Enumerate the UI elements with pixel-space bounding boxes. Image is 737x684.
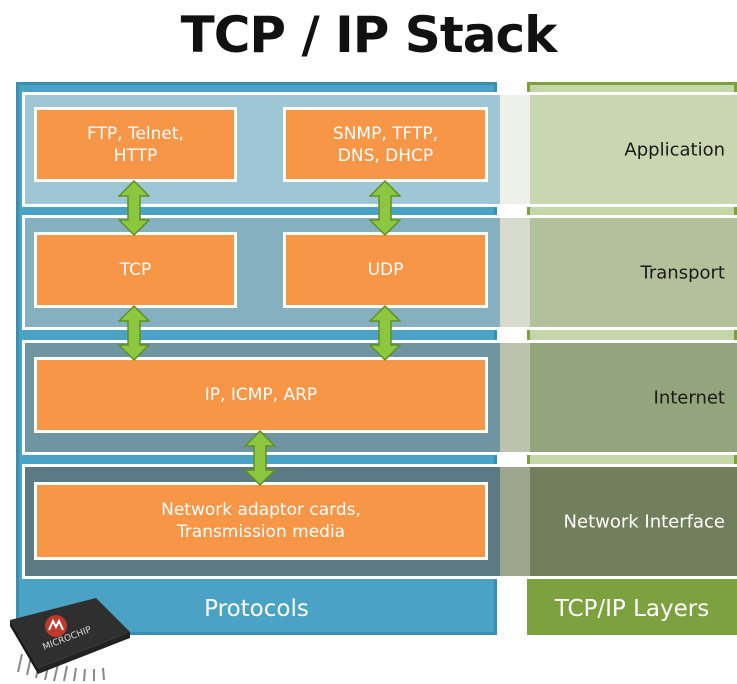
double-arrow-icon [244,430,276,486]
protocol-box-ip-icmp-arp: IP, ICMP, ARP [34,357,488,433]
layer-application: Application [530,95,737,204]
layer-label-transport: Transport [640,262,725,283]
layers-caption-bar [530,578,734,632]
protocol-box-snmp-tftp-dns-dhcp: SNMP, TFTP, DNS, DHCP [283,107,488,182]
layers-caption: TCP/IP Layers [554,596,710,622]
protocols-caption: Protocols [204,596,309,622]
double-arrow-icon [369,180,401,236]
page-title: TCP / IP Stack [180,6,558,64]
protocol-box-udp: UDP [283,232,488,308]
layer-label-application: Application [624,139,725,160]
layer-transport: Transport [530,218,737,327]
layer-label-network-interface: Network Interface [563,511,725,532]
layer-network-interface: Network Interface [530,467,737,576]
microchip-logo-icon: MICROCHIP [10,598,130,682]
layer-label-internet: Internet [653,387,725,408]
layer-internet: Internet [530,343,737,452]
double-arrow-icon [369,305,401,361]
double-arrow-icon [118,305,150,361]
protocol-box-tcp: TCP [34,232,237,308]
protocol-box-ftp-telnet-http: FTP, Telnet, HTTP [34,107,237,182]
protocol-box-network-adaptor: Network adaptor cards, Transmission medi… [34,482,488,560]
double-arrow-icon [118,180,150,236]
